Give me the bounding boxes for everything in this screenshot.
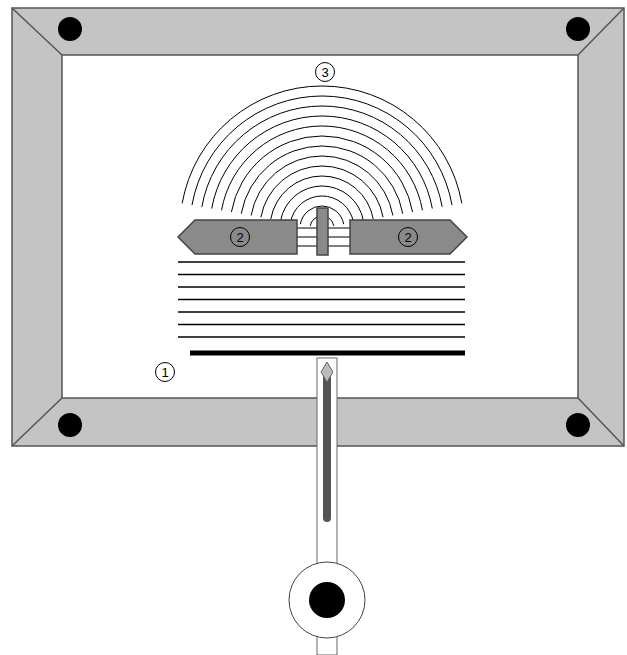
wave-arc [251,156,393,215]
right-barrier [350,220,467,254]
plane-wave-line [178,324,465,326]
motor-outline [289,562,365,638]
plane-wave-line [178,311,465,313]
left-barrier [178,220,297,254]
wave-arc [241,146,403,214]
motor-shaft [309,582,345,618]
wave-generator-bar [190,351,465,356]
wave-arc [182,86,462,203]
wave-arc [231,136,412,212]
plane-wave-line [178,286,465,288]
slit-post [317,208,328,255]
plane-wave-line [178,336,465,338]
wave-arc [192,96,452,205]
frame-screws [58,17,590,437]
plane-waves [178,262,465,337]
callout-number: 2 [398,227,418,247]
rod-joint [321,362,333,382]
water-surface [62,55,578,398]
wave-arc [212,116,433,209]
callout-number: 3 [315,62,335,82]
plane-wave-line [178,299,465,301]
callout-number: 1 [155,362,175,382]
wave-arc [202,106,442,207]
diffracted-waves [182,86,462,226]
plane-wave-line [178,274,465,276]
plane-wave-line [178,261,465,263]
wave-arc [222,126,423,210]
drive-rod [323,372,331,522]
callout-number: 2 [230,227,250,247]
